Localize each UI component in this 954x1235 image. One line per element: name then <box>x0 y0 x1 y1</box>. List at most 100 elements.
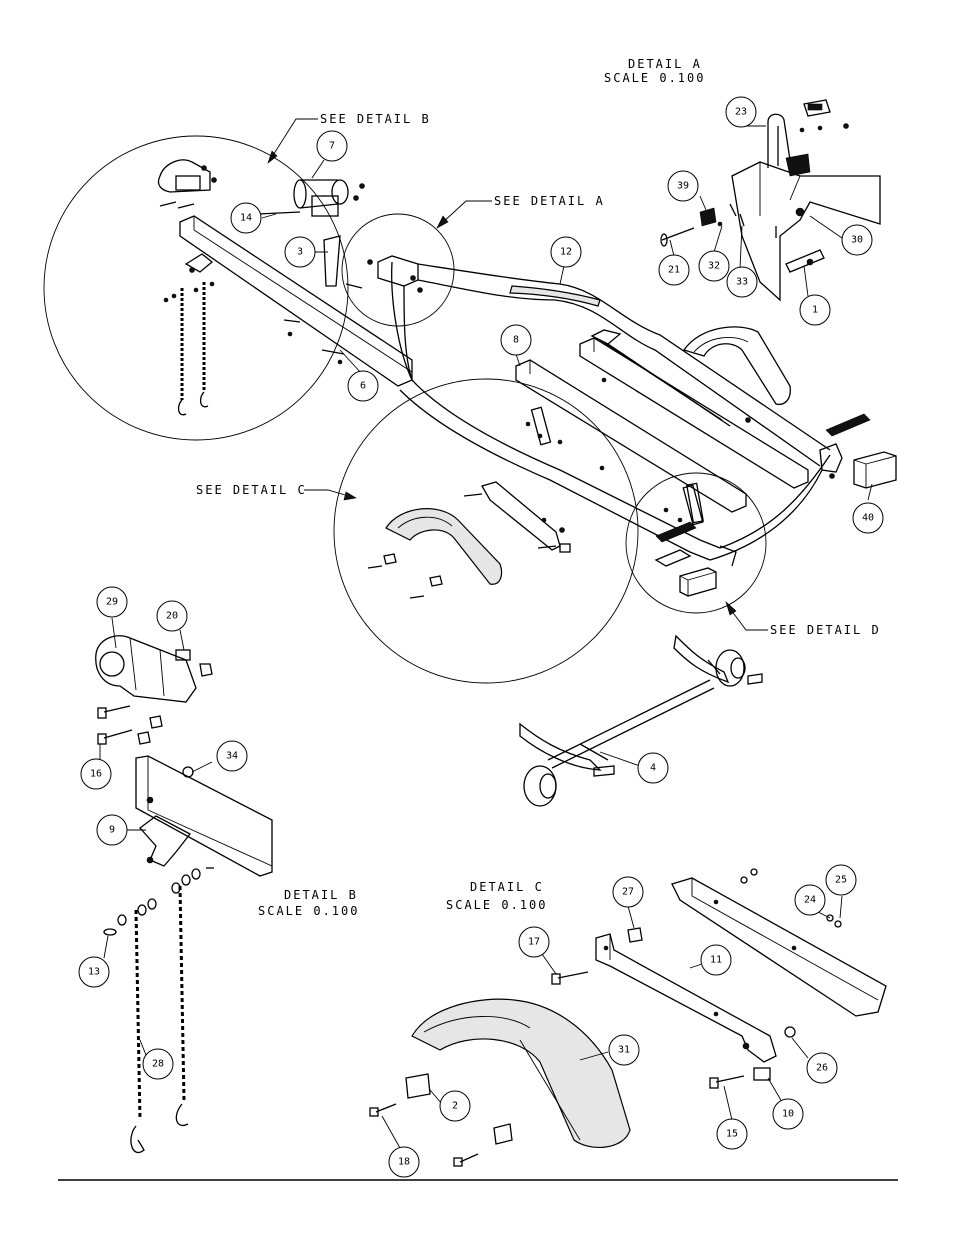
detail-b-exploded <box>95 635 273 1153</box>
svg-text:4: 4 <box>650 763 656 774</box>
callout-14: 14 <box>230 202 262 234</box>
detail-a-circle <box>341 213 455 327</box>
callout-18: 18 <box>388 1146 420 1178</box>
svg-text:20: 20 <box>166 611 178 622</box>
see-detail-d-label: SEE DETAIL D <box>770 623 881 637</box>
detail-a-title: DETAIL A SCALE 0.100 <box>604 57 705 85</box>
svg-text:17: 17 <box>528 937 540 948</box>
svg-text:1: 1 <box>812 305 818 316</box>
see-detail-a-leader: SEE DETAIL A <box>436 194 605 229</box>
see-detail-c-label: SEE DETAIL C <box>196 483 307 497</box>
callout-leaders <box>99 125 873 1149</box>
svg-text:10: 10 <box>782 1109 794 1120</box>
axle-assembly <box>519 634 763 807</box>
svg-text:40: 40 <box>862 513 874 524</box>
svg-text:28: 28 <box>152 1059 164 1070</box>
callout-15: 15 <box>716 1118 748 1150</box>
svg-text:2: 2 <box>452 1101 458 1112</box>
see-detail-c-leader: SEE DETAIL C <box>196 483 357 501</box>
callout-28: 28 <box>142 1048 174 1080</box>
callout-13: 13 <box>78 956 110 988</box>
callout-6: 6 <box>347 370 379 402</box>
svg-text:32: 32 <box>708 261 720 272</box>
callout-2: 2 <box>439 1090 471 1122</box>
detail-c-assembly <box>367 481 571 599</box>
callout-16: 16 <box>80 758 112 790</box>
svg-text:18: 18 <box>398 1157 410 1168</box>
callout-31: 31 <box>608 1034 640 1066</box>
detail-b-bracket <box>184 253 214 273</box>
callout-11: 11 <box>700 944 732 976</box>
callout-32: 32 <box>698 250 730 282</box>
svg-text:31: 31 <box>618 1045 630 1056</box>
svg-text:24: 24 <box>804 895 816 906</box>
callout-27: 27 <box>612 876 644 908</box>
svg-text:13: 13 <box>88 967 100 978</box>
svg-text:7: 7 <box>329 141 335 152</box>
callout-40: 40 <box>852 502 884 534</box>
detail-a-label: DETAIL A <box>628 57 702 71</box>
detail-c-exploded <box>369 868 887 1167</box>
detail-b-scale: SCALE 0.100 <box>258 904 359 918</box>
callout-3: 3 <box>284 236 316 268</box>
callout-1: 1 <box>799 294 831 326</box>
callout-26: 26 <box>806 1052 838 1084</box>
svg-text:8: 8 <box>513 335 519 346</box>
callout-34: 34 <box>216 740 248 772</box>
callout-10: 10 <box>772 1098 804 1130</box>
see-detail-b-label: SEE DETAIL B <box>320 112 431 126</box>
svg-text:39: 39 <box>677 181 689 192</box>
see-detail-a-label: SEE DETAIL A <box>494 194 605 208</box>
detail-b-safety-chains <box>163 281 215 416</box>
svg-text:21: 21 <box>668 265 680 276</box>
svg-text:9: 9 <box>109 825 115 836</box>
detail-c-title: DETAIL C SCALE 0.100 <box>446 880 547 912</box>
detail-d-assembly <box>654 482 737 597</box>
callout-7: 7 <box>316 130 348 162</box>
detail-b-title: DETAIL B SCALE 0.100 <box>258 888 359 918</box>
svg-text:23: 23 <box>735 107 747 118</box>
callout-39: 39 <box>667 170 699 202</box>
detail-b-circle <box>43 135 349 441</box>
callout-8: 8 <box>500 324 532 356</box>
detail-c-circle <box>333 378 639 684</box>
svg-text:33: 33 <box>736 277 748 288</box>
callout-30: 30 <box>841 224 873 256</box>
callout-9: 9 <box>96 814 128 846</box>
svg-text:15: 15 <box>726 1129 738 1140</box>
callout-4: 4 <box>637 752 669 784</box>
detail-b-strap <box>323 235 341 287</box>
callout-17: 17 <box>518 926 550 958</box>
callout-29: 29 <box>96 586 128 618</box>
svg-text:11: 11 <box>710 955 722 966</box>
callout-23: 23 <box>725 96 757 128</box>
trailer-frame <box>179 215 871 561</box>
detail-a-scale: SCALE 0.100 <box>604 71 705 85</box>
callout-25: 25 <box>825 864 857 896</box>
svg-text:34: 34 <box>226 751 238 762</box>
callout-20: 20 <box>156 600 188 632</box>
svg-text:29: 29 <box>106 597 118 608</box>
rear-bumper-block <box>853 451 897 489</box>
callout-12: 12 <box>550 236 582 268</box>
frame-hardware <box>283 259 835 523</box>
svg-text:3: 3 <box>297 247 303 258</box>
detail-b-winch <box>257 179 365 217</box>
see-detail-b-leader: SEE DETAIL B <box>267 112 431 164</box>
detail-b-label: DETAIL B <box>284 888 358 902</box>
see-detail-d-leader: SEE DETAIL D <box>725 601 881 637</box>
svg-text:30: 30 <box>851 235 863 246</box>
detail-a-assembly <box>660 99 881 302</box>
svg-text:12: 12 <box>560 247 572 258</box>
detail-c-scale: SCALE 0.100 <box>446 898 547 912</box>
svg-text:26: 26 <box>816 1063 828 1074</box>
callout-21: 21 <box>658 254 690 286</box>
detail-b-coupler <box>157 159 217 209</box>
svg-text:6: 6 <box>360 381 366 392</box>
svg-text:16: 16 <box>90 769 102 780</box>
detail-d-circle <box>625 472 767 614</box>
svg-text:27: 27 <box>622 887 634 898</box>
detail-c-label: DETAIL C <box>470 880 544 894</box>
callout-24: 24 <box>794 884 826 916</box>
